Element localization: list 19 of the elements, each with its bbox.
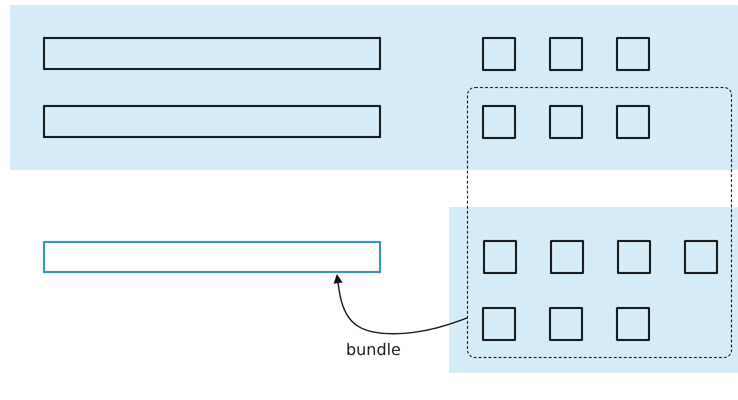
square-box	[549, 105, 583, 139]
square-box	[549, 307, 583, 341]
square-box	[684, 240, 718, 274]
square-box	[550, 240, 584, 274]
square-box	[482, 37, 516, 71]
highlighted-bar-box	[43, 241, 381, 273]
square-box	[482, 307, 516, 341]
square-box	[617, 240, 651, 274]
curved-arrow	[334, 274, 468, 334]
square-box	[482, 105, 516, 139]
square-box	[616, 105, 650, 139]
square-box	[549, 37, 583, 71]
background-panel	[10, 5, 738, 170]
square-box	[483, 240, 517, 274]
square-box	[616, 307, 650, 341]
background-panel	[449, 207, 738, 373]
square-box	[616, 37, 650, 71]
bar-box	[43, 105, 381, 138]
bar-box	[43, 37, 381, 70]
